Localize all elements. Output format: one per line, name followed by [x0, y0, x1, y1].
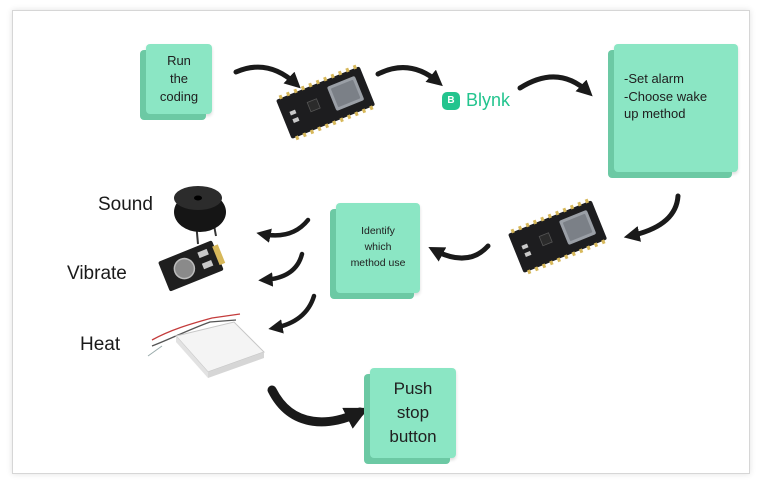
arrow-identify-to-vibrate	[258, 251, 305, 287]
identify-method-text: Identify which method use	[350, 225, 406, 269]
identify-method-step: Identify which method use	[336, 203, 420, 293]
arrow-identify-to-sound	[256, 217, 311, 243]
arrow-heat-to-push	[267, 385, 369, 429]
arrow-board-to-identify	[428, 243, 491, 262]
vibrate-label: Vibrate	[67, 263, 127, 284]
arrow-alarm-to-board	[623, 193, 681, 242]
peltier-heat-module-icon	[147, 313, 265, 378]
run-coding-step: Run the coding	[146, 44, 212, 114]
blynk-wordmark: Blynk	[466, 90, 511, 110]
blynk-logo: B Blynk	[442, 90, 510, 111]
arrow-blynk-to-alarm	[517, 74, 593, 97]
push-stop-button-text: Push stop button	[389, 379, 437, 446]
esp32-board-icon	[506, 197, 609, 277]
arrow-run-to-board	[233, 64, 301, 89]
set-alarm-step: -Set alarm -Choose wake up method	[614, 44, 738, 172]
buzzer-icon	[174, 186, 226, 245]
esp32-board-icon	[274, 63, 377, 143]
flow-arrows	[233, 64, 681, 429]
sound-label: Sound	[98, 194, 153, 215]
set-alarm-text: -Set alarm -Choose wake up method	[624, 71, 708, 122]
heat-label: Heat	[80, 334, 121, 355]
blynk-badge-icon: B	[442, 91, 460, 110]
arrow-identify-to-heat	[268, 293, 317, 334]
push-stop-button-step: Push stop button	[370, 368, 456, 458]
arrow-board-to-blynk	[375, 65, 443, 87]
run-coding-text: Run the coding	[159, 52, 199, 105]
vibration-motor-icon	[158, 240, 226, 292]
